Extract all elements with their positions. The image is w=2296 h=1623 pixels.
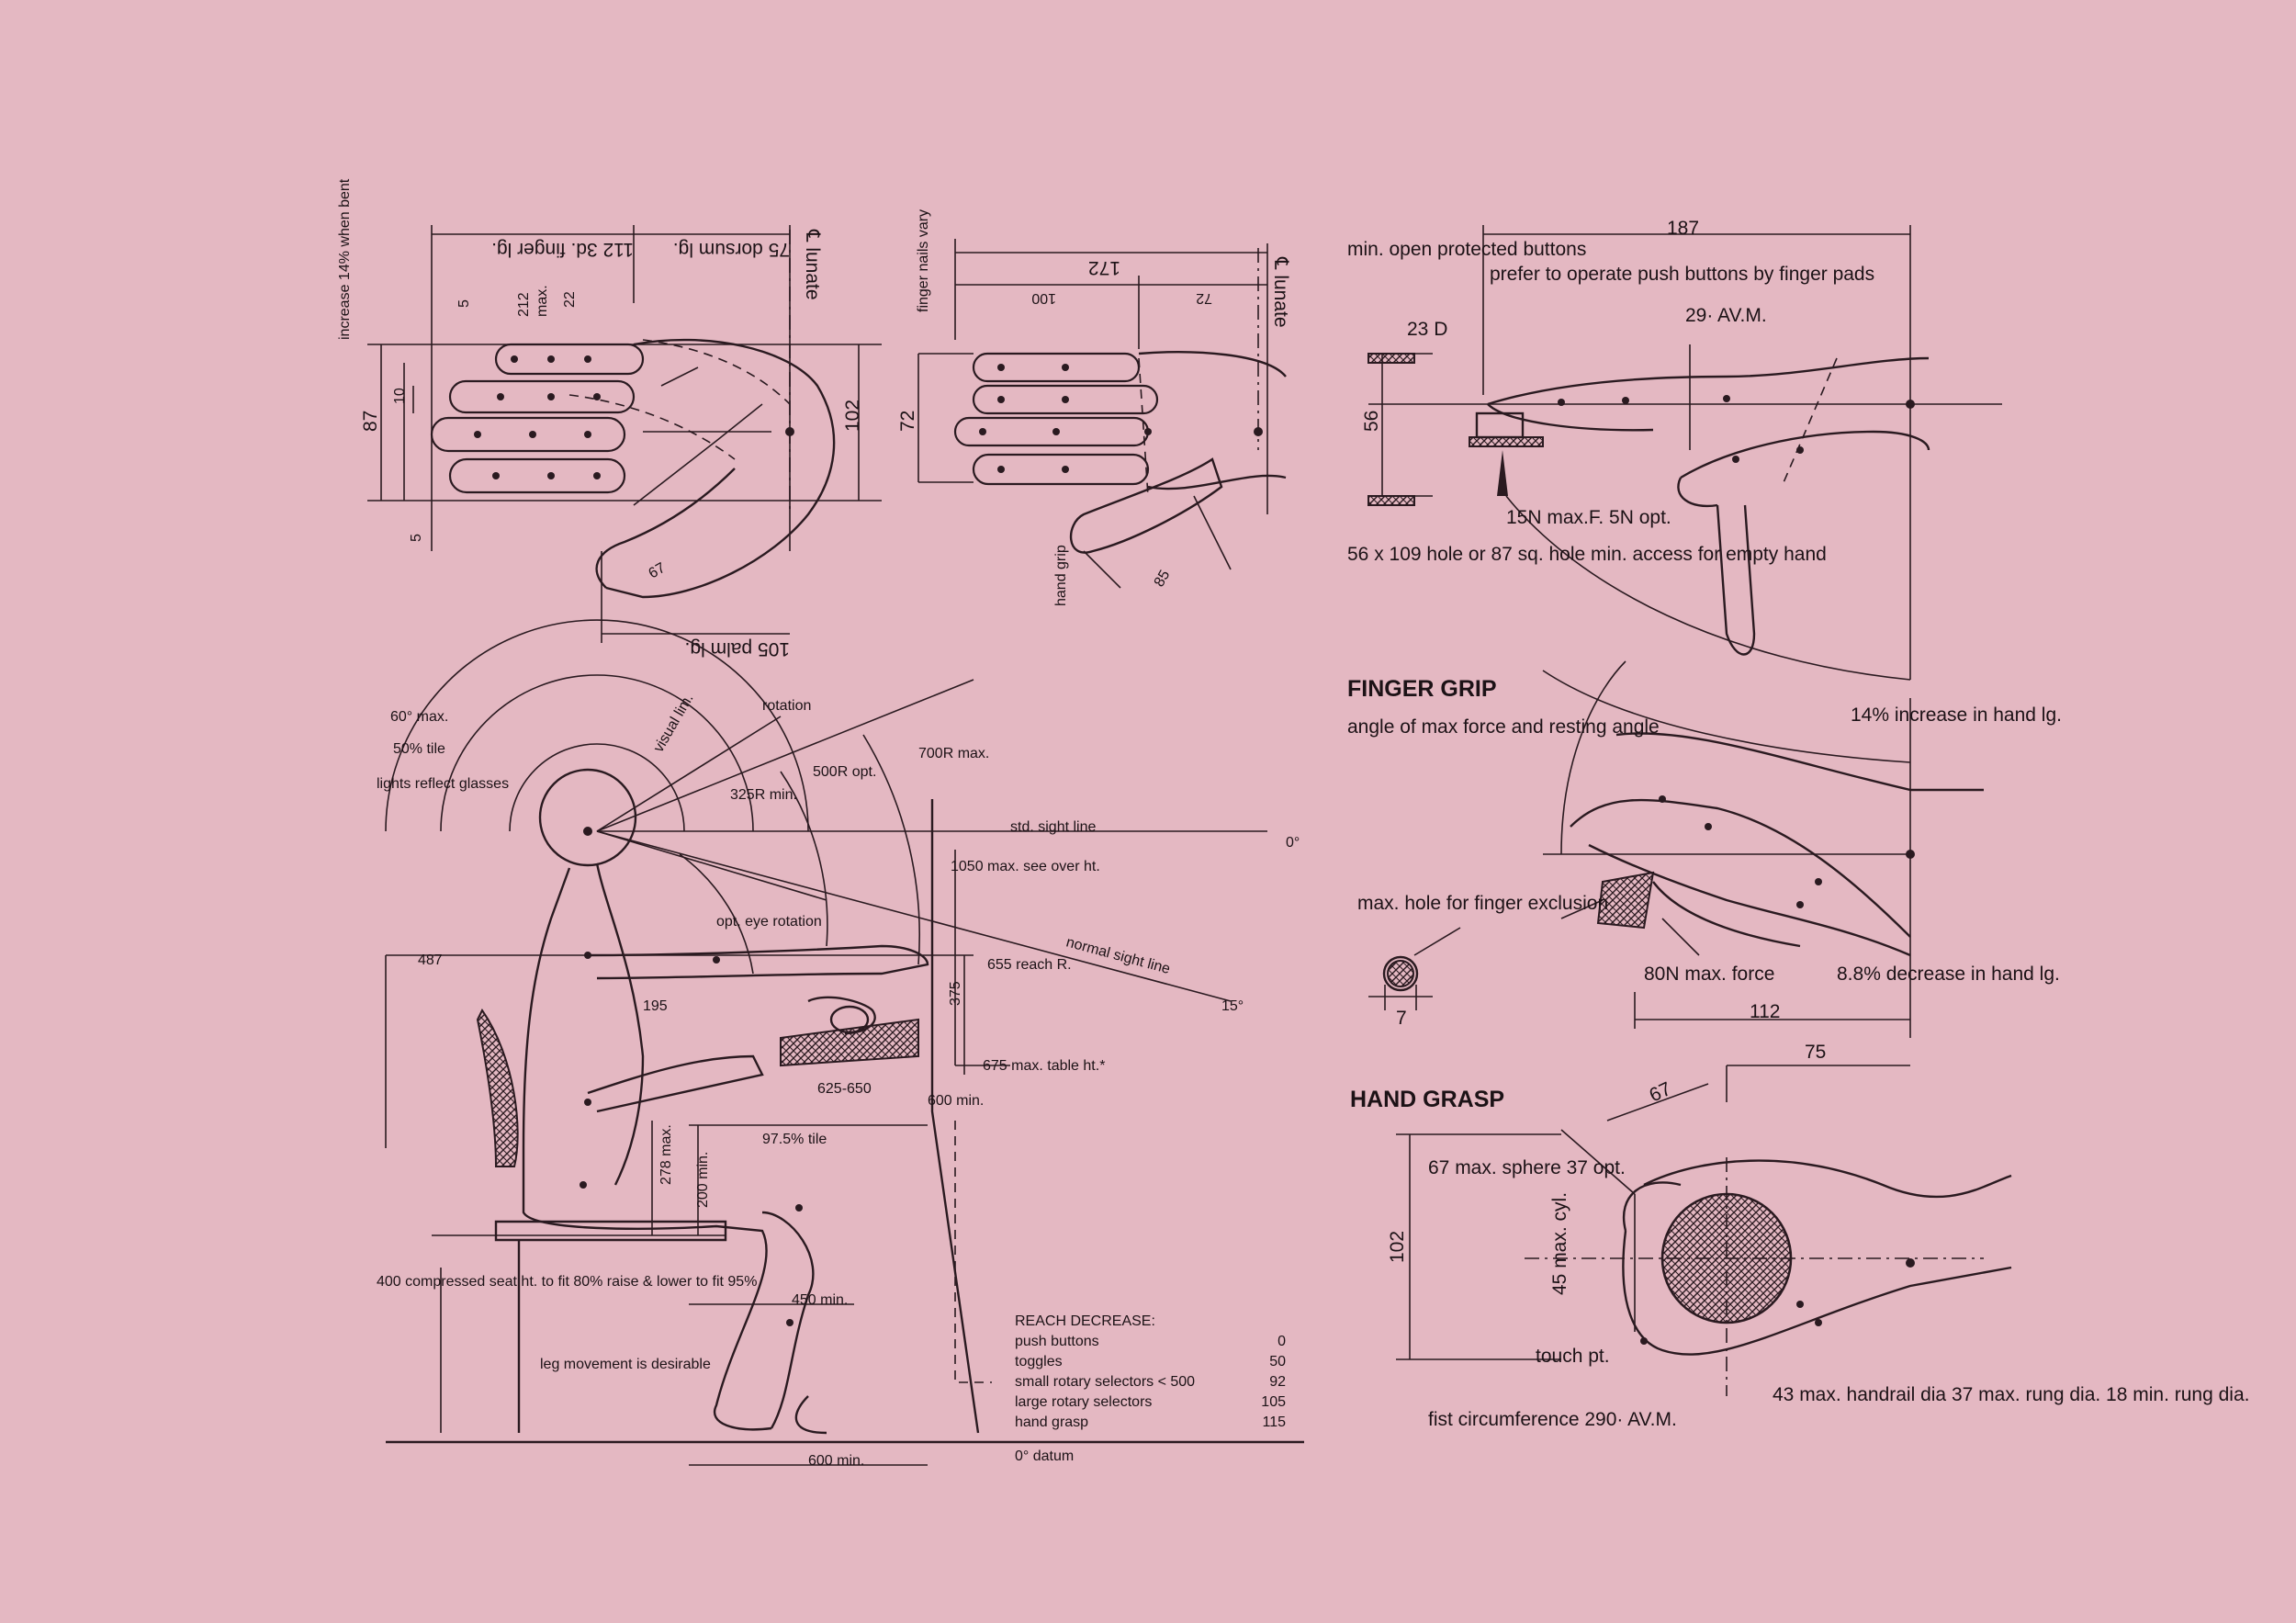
reach-row-label: push buttons [1015,1334,1099,1349]
hand-top-left-diagram: increase 14% when bent 112 3d. finger lg… [337,178,882,659]
increase-label: increase 14% when bent [337,178,353,340]
dim-212: 212 [516,292,532,317]
seated-figure-diagram: 60° max. 50% tile lights reflect glasses… [377,619,1304,1469]
cyl-label: 45 max. cyl. [1549,1192,1570,1295]
access-hole-label: 56 x 109 hole or 87 sq. hole min. access… [1347,544,1827,565]
table-height-label: 675 max. table ht.* [983,1058,1105,1074]
dim-56: 56 [1361,411,1382,432]
dim-67-grasp: 67 [1646,1078,1674,1107]
min-450-label: 450 min. [792,1292,848,1308]
nails-label: finger nails vary [916,209,931,312]
dorsum-length-label: 75 dorsum lg. [673,239,790,260]
dim-5-top: 5 [456,299,472,308]
max-278-label: 278 max. [658,1124,674,1185]
prefer-label: prefer to operate push buttons by finger… [1490,264,1874,285]
tile-97-label: 97.5% tile [762,1132,827,1147]
min-200-label: 200 min. [695,1152,711,1208]
exclusion-label: max. hole for finger exclusion [1357,893,1608,914]
dim-23: 23 D [1407,319,1447,340]
dim-75: 75 [1805,1042,1826,1063]
reach-row-label: small rotary selectors < 500 [1015,1374,1195,1390]
palm-length-label: 105 palm lg. [685,638,790,659]
lunate-label-left: ℄ lunate [802,229,823,300]
dim-29: 29· AV.M. [1685,305,1767,326]
reach-row-value: 105 [1261,1394,1286,1410]
rotation-label: rotation [762,698,811,714]
deg-15-label: 15° [1221,998,1244,1014]
hand-top-middle-diagram: finger nails vary 172 100 72 72 ℄ lunate… [897,209,1291,606]
dim-625-650: 625-650 [817,1081,872,1097]
reach-row-value: 92 [1269,1374,1286,1390]
sphere-label: 67 max. sphere 37 opt. [1428,1157,1626,1178]
dim-max: max. [535,285,550,317]
reach-label: 655 reach R. [987,957,1072,973]
dim-67: 67 [647,560,669,582]
leg-movement-label: leg movement is desirable [540,1357,711,1372]
hand-grip-label: hand grip [1053,545,1069,606]
reach-row-label: large rotary selectors [1015,1394,1152,1410]
r500-label: 500R opt. [813,764,876,780]
dim-172: 172 [1088,257,1120,278]
dim-112: 112 [1750,1001,1780,1022]
dim-375: 375 [948,981,963,1006]
finger-grip-title: FINGER GRIP [1347,676,1497,702]
dim-102-grasp: 102 [1387,1231,1408,1263]
min-600-label: 600 min. [928,1093,984,1109]
reach-row-label: toggles [1015,1354,1063,1369]
see-over-label: 1050 max. see over ht. [951,859,1100,874]
dim-102: 102 [842,400,863,432]
finger-grip-diagram: FINGER GRIP angle of max force and resti… [1347,660,2062,1038]
lunate-label-mid: ℄ lunate [1270,256,1291,328]
deg-0-label: 0° [1286,835,1300,851]
dim-72-side: 72 [897,411,918,432]
dim-72-top: 72 [1196,290,1212,306]
dim-10: 10 [392,388,408,404]
dim-22: 22 [562,291,578,308]
reflect-label: lights reflect glasses [377,776,509,792]
finger-length-label: 112 3d. finger lg. [491,239,634,260]
grip-force-label: 80N max. force [1644,964,1774,985]
hand-grasp-title: HAND GRASP [1350,1087,1504,1112]
fist-label: fist circumference 290· AV.M. [1428,1409,1677,1430]
dim-187: 187 [1667,218,1699,239]
push-button-diagram: min. open protected buttons prefer to op… [1347,218,2002,763]
dim-195: 195 [643,998,668,1014]
max-60-label: 60° max. [390,709,448,725]
hand-increase-label: 14% increase in hand lg. [1851,704,2062,726]
touch-label: touch pt. [1536,1346,1610,1367]
handrail-label: 43 max. handrail dia 37 max. rung dia. 1… [1773,1384,2249,1405]
reach-decrease-table: REACH DECREASE: push buttons 0 toggles 5… [1015,1313,1286,1430]
hand-grasp-diagram: HAND GRASP 75 67 102 67 max. sphere 37 o… [1350,1042,2249,1430]
visual-label: visual lim. [651,692,697,755]
dim-7: 7 [1396,1008,1407,1029]
hand-decrease-label: 8.8% decrease in hand lg. [1837,964,2060,985]
eye-rotation-label: opt. eye rotation [716,914,822,930]
reach-decrease-title: REACH DECREASE: [1015,1313,1155,1329]
reach-row-label: hand grasp [1015,1414,1088,1430]
force-label: 15N max.F. 5N opt. [1506,507,1671,528]
floor-600-label: 600 min. [808,1453,864,1469]
tile-50-label: 50% tile [393,741,445,757]
angle-label: angle of max force and resting angle [1347,716,1660,738]
seat-height-label: 400 compressed seat ht. to fit 80% raise… [377,1274,757,1290]
reach-row-value: 0 [1277,1334,1286,1349]
dim-100: 100 [1031,290,1056,306]
open-buttons-label: min. open protected buttons [1347,239,1586,260]
dim-487: 487 [418,952,443,968]
dim-5-bottom: 5 [409,534,424,542]
dim-85: 85 [1152,568,1174,590]
std-sight-label: std. sight line [1010,819,1096,835]
dim-87: 87 [360,411,381,432]
reach-row-value: 50 [1269,1354,1286,1369]
r700-label: 700R max. [918,746,989,761]
reach-row-value: 115 [1262,1414,1286,1430]
datum-label: 0° datum [1015,1448,1074,1464]
r325-label: 325R min. [730,787,797,803]
